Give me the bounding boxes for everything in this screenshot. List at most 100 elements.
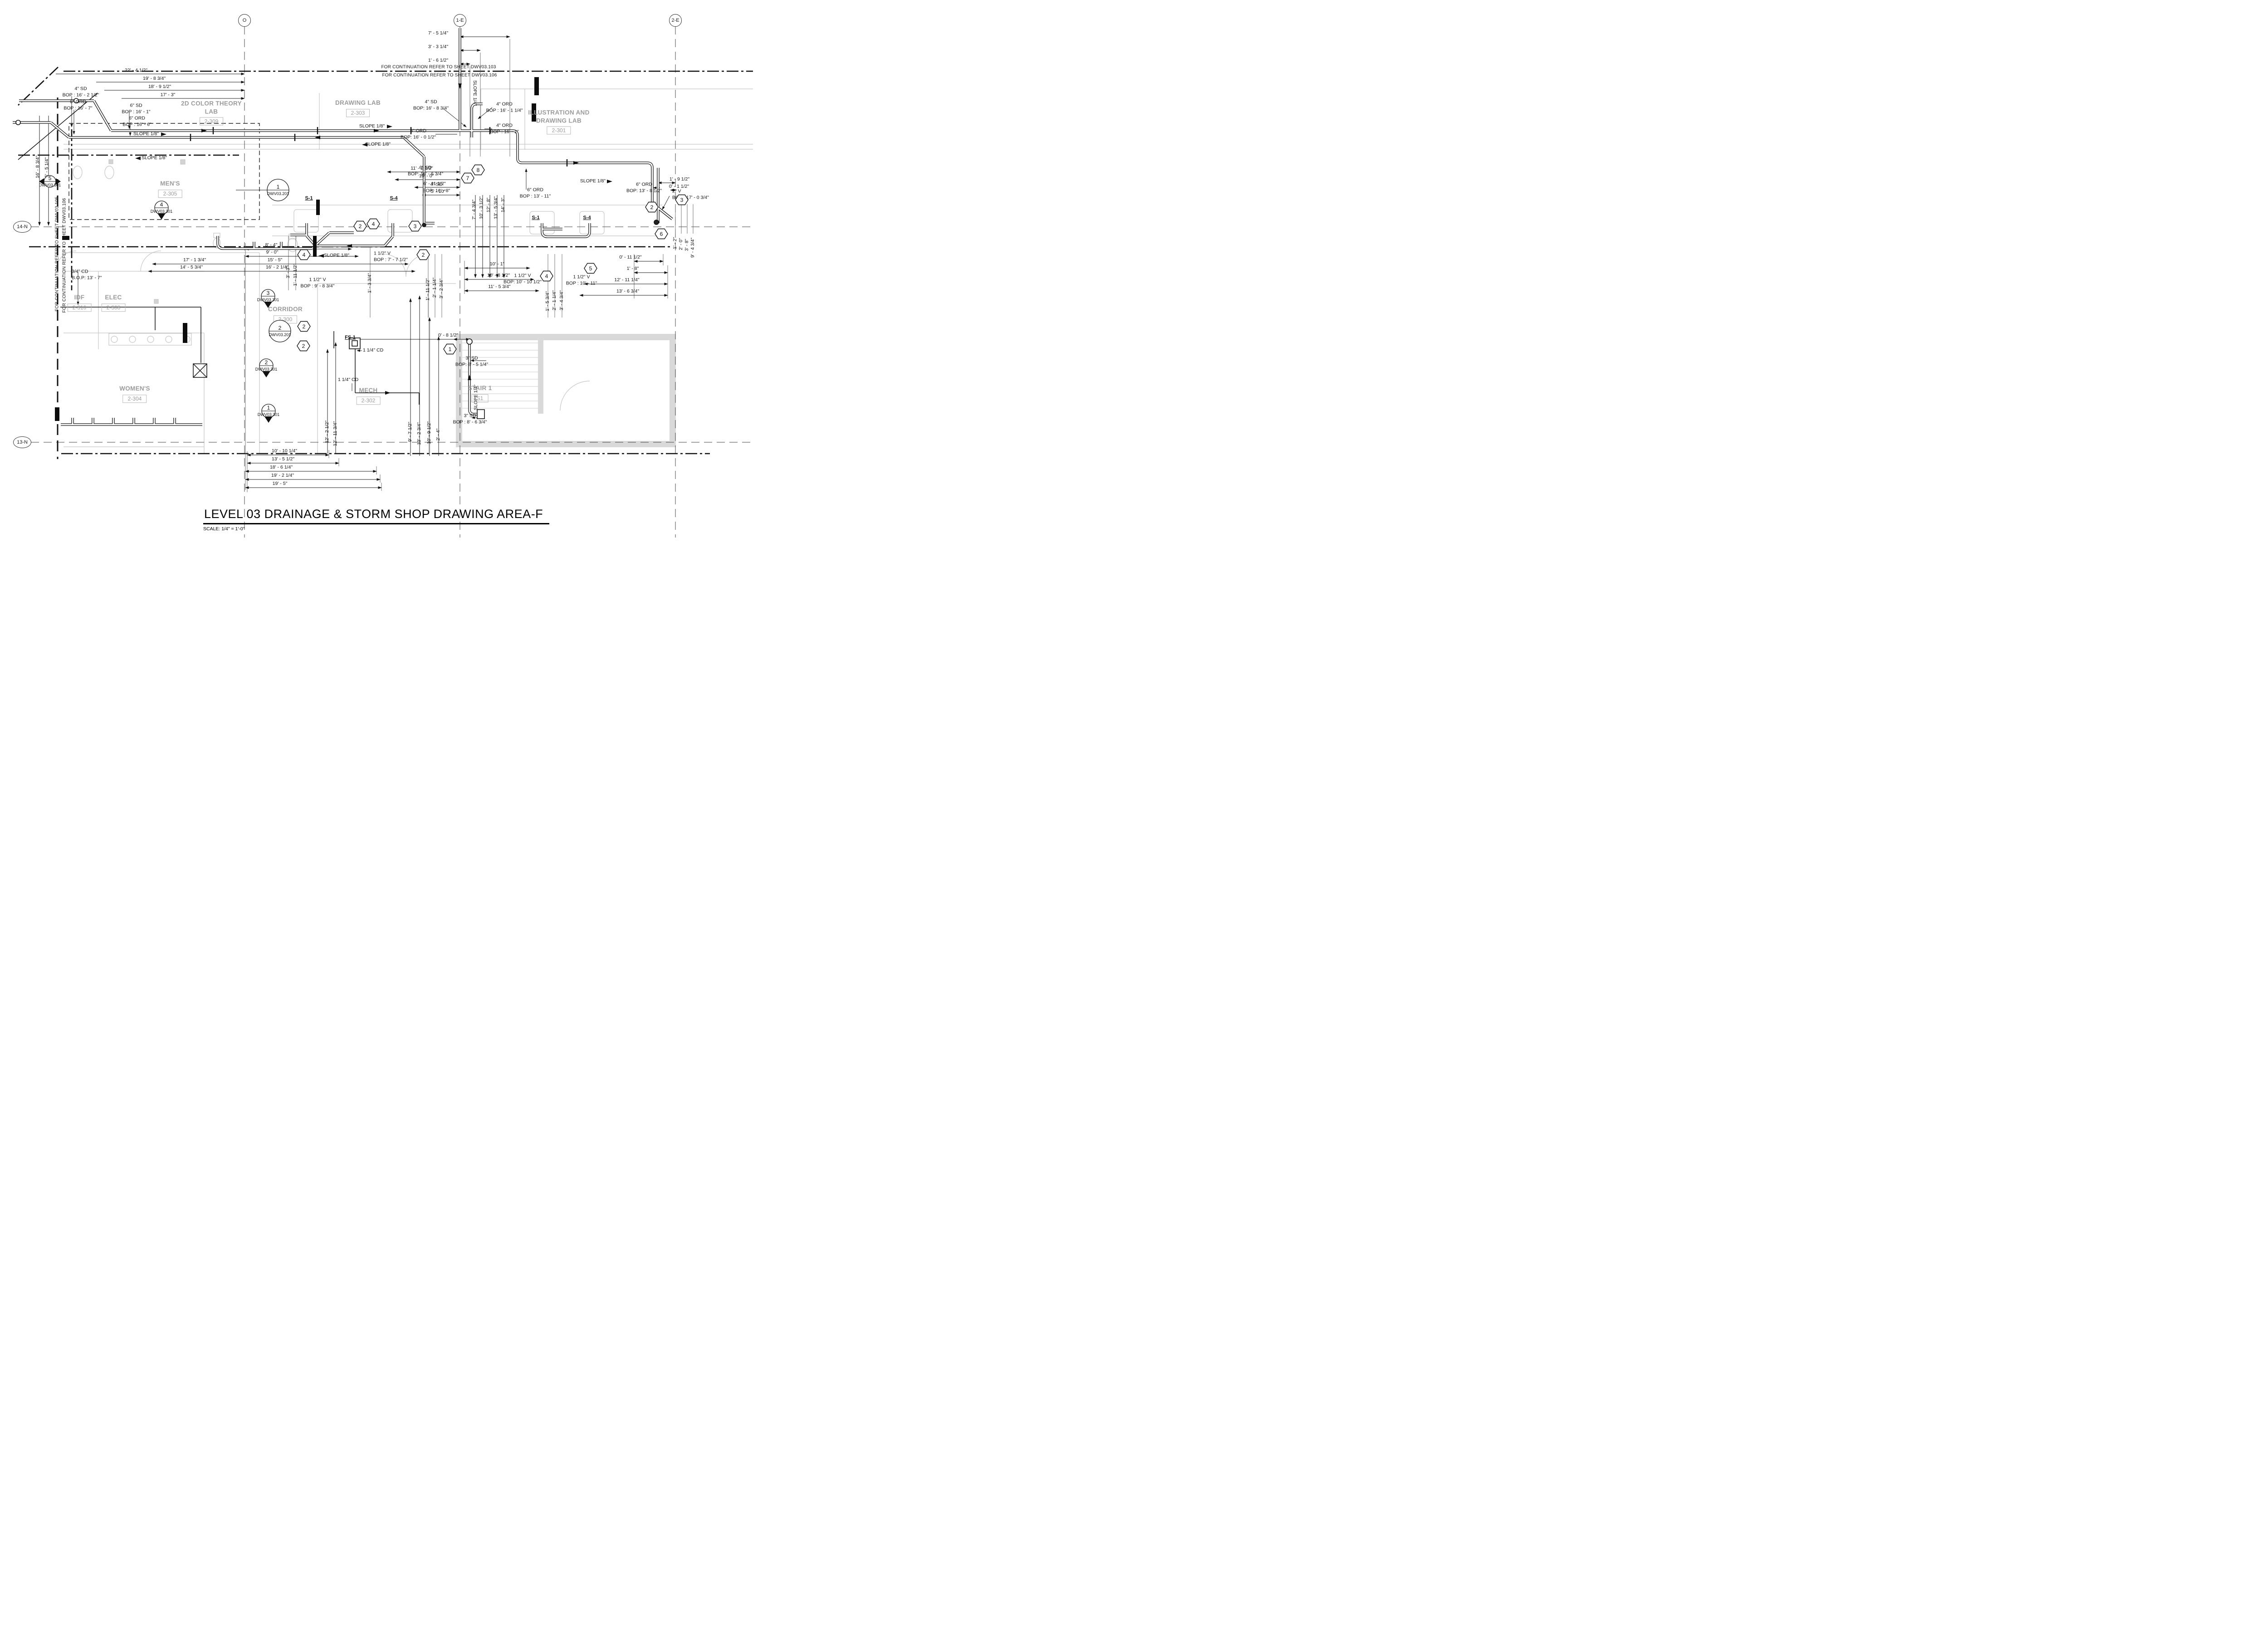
dimension-label: 10' - 0" [419,173,434,179]
keynote-hex-2: 2 [416,249,430,263]
fixture-tag: S-1 [305,195,313,201]
dimension-label: 14' - 3" [500,197,506,213]
slope-label: SLOPE 1/8" [323,253,350,259]
dimension-label: 3' - 4 3/4" [559,290,565,311]
grid-bubble-13-n: 13-N [13,436,31,448]
room-number: 2-309 [199,117,224,126]
svg-text:2: 2 [302,343,305,349]
dimension-label: 1' - 6 1/2" [428,58,449,64]
dimension-label: 12' - 11 3/4" [332,421,338,446]
room-name: CORRIDOR [268,306,303,313]
dimension-label: 19' - 5" [272,481,288,487]
grid-bubble-o: O [238,14,251,27]
shop-drawing-canvas: 4" SD BOP : 16' - 2 1/2"6" ORD BOP : 16'… [0,0,762,544]
svg-text:1: 1 [277,184,280,190]
continuation-note: FOR CONTINUATION REFER TO SHEET DWV03.10… [62,198,67,313]
dimension-label: 9' - 7 1/2" [407,421,413,442]
svg-text:2: 2 [303,323,306,330]
svg-text:DWV03.301: DWV03.301 [258,412,280,417]
pipe-callout: 4" SD BOP: 16' - 8 3/4" [413,99,449,111]
dimension-label: 8' - 4" [265,242,278,248]
svg-text:DWV03.301: DWV03.301 [39,183,61,187]
grid-bubble-2-e: 2-E [669,14,682,27]
keynote-hex-2: 2 [297,321,311,335]
dimension-label: 9' - 0" [266,249,279,255]
svg-text:2: 2 [650,204,654,210]
cd-piping [18,93,420,405]
dimension-label: 14' - 5 3/4" [180,264,203,270]
pipe-inner [12,27,673,425]
svg-text:DWV03.301: DWV03.301 [255,367,278,372]
dimension-label: 3' - 3 1/4" [428,44,449,50]
svg-text:7: 7 [466,175,469,181]
wall-fills [55,77,539,421]
dimension-label: 15' - 5" [267,257,283,263]
slope-label: SLOPE 1/8" [580,178,606,184]
dimension-label: 7' - 4 3/4" [471,199,477,220]
drawing-title: LEVEL 03 DRAINAGE & STORM SHOP DRAWING A… [203,507,550,524]
keynote-hex-4: 4 [297,249,311,263]
svg-text:3: 3 [414,223,417,230]
pipe-fittings [190,127,568,166]
dimension-lines [38,35,677,489]
grid-bubble-14-n: 14-N [13,221,31,233]
svg-text:5: 5 [49,175,52,181]
dimension-label: 2' - 1 1/4" [552,290,557,311]
svg-text:DWV03.301: DWV03.301 [151,209,173,214]
svg-text:2: 2 [359,223,362,230]
dimension-label: 1' - 5 3/4" [545,291,551,312]
dimension-label: 13' - 6 3/4" [616,288,640,294]
keynote-hex-5: 5 [584,263,597,277]
svg-text:4: 4 [160,201,163,208]
dimension-label: 19' - 2 1/4" [271,473,294,479]
dimension-label: 11' - 2 1/2" [411,166,433,171]
keynote-hex-3: 3 [675,194,689,208]
dimension-label: 2' - 4" [435,428,441,441]
dimension-label: 7' - 5 1/4" [428,30,449,36]
pipe-callout: 6" ORD BOP : 13' - 11" [519,187,551,199]
pipe-callout: 3/4" CD B.O.P: 13' - 7" [72,269,102,280]
keynote-hex-2: 2 [353,220,367,235]
dimension-label: 12' - 11 1/4" [614,277,640,283]
dimension-label: 2' - 0" [678,238,684,250]
svg-text:4: 4 [372,221,375,227]
dimension-label: 10' - 3 1/2" [479,196,484,220]
dimension-label: 13' - 5 3/4" [493,196,499,220]
room-name: DRAWING LAB [335,99,381,107]
keynote-hex-4: 4 [367,218,380,232]
svg-text:2: 2 [279,325,282,331]
pipe-callout: 1 1/4" CD [363,347,384,353]
svg-text:DWV03.201: DWV03.201 [269,332,291,337]
pipe-callout: 1 1/2" V BOP : 9' - 8 3/4" [300,277,335,288]
continuation-note: FOR CONTINUATION REFER TO SHEET DWV03.10… [54,196,60,312]
dimension-label: 1' - 8" [626,266,639,272]
svg-text:3: 3 [267,290,270,296]
mens-scope-boundary [68,123,260,220]
room-number: 2-303 [346,108,370,117]
pipe-callout: 1 1/2" V BOP: 10' - 10 1/2" [503,273,542,284]
witness-lines [245,39,694,492]
fixture-tag: S-1 [532,215,540,220]
dimension-label: 2' - 1 1/4" [432,277,438,298]
pipe-callout: 1 1/2" V BOP : 10' - 11" [566,274,597,286]
pipe-callout: 6" ORD BOP : 16' - 7" [64,99,93,111]
svg-text:1: 1 [449,346,452,352]
dimension-label: 19' - 8 3/4" [142,76,166,82]
dimension-label: 17' - 3" [160,92,176,98]
room-number: 2-301 [547,126,571,135]
svg-text:4: 4 [303,252,306,258]
dimension-label: 18' - 6 1/4" [269,464,293,470]
dimension-label: 1' - 3 3/4" [367,273,373,293]
dimension-label: 11' - 5 3/4" [488,284,511,290]
slope-label: SLOPE 1/8" [133,131,159,137]
keynote-hex-7: 7 [461,172,474,186]
room-name: MECH [359,387,378,394]
pipe-callout: 1 1/2" V BOP : 7' - 7 1/2" [374,250,408,262]
dimension-label: 0' - 11 1/2" [619,254,642,260]
